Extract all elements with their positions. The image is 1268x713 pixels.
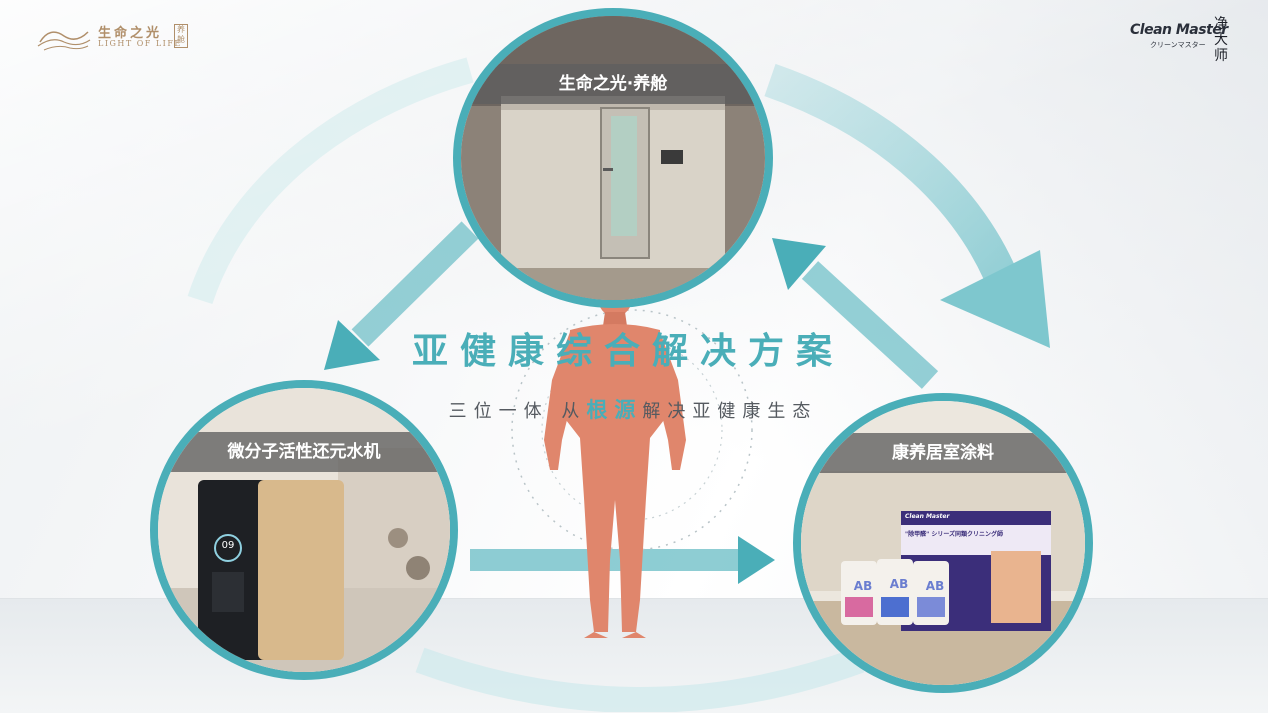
can-label-2: AB	[889, 577, 909, 591]
cabin-image	[461, 16, 765, 300]
brand-right-cn: 净大师	[1214, 16, 1228, 64]
tagline-highlight: 根源	[586, 398, 643, 422]
tagline: 三位一体 从根源解决亚健康生态	[408, 394, 858, 424]
product-circle-left: 微分子活性还元水机 09	[150, 380, 458, 680]
product-circle-top: 生命之光·养舱	[453, 8, 773, 308]
wave-logo-icon	[37, 31, 91, 51]
outer-ring-arc-bottom	[415, 647, 865, 712]
outer-ring-arc-left	[187, 57, 474, 305]
brand-left-name: 生命之光	[98, 26, 163, 41]
tagline-before: 三位一体 从	[448, 401, 587, 422]
can-label-3: AB	[925, 579, 945, 593]
arrow-shaft-top-left	[351, 221, 479, 347]
brand-logo-right: Clean Master クリーンマスター 净大师	[1130, 14, 1240, 64]
brand-right-subtitle: クリーンマスター	[1150, 41, 1206, 49]
tagline-after: 解决亚健康生态	[642, 401, 818, 422]
arrow-head-right-up	[772, 238, 826, 290]
machine-display: 09	[221, 540, 235, 551]
arrow-shaft-right-up	[801, 261, 939, 389]
paint-box-text: "除甲醛" シリーズ同類クリニング師	[905, 531, 1004, 538]
label-right: 康养居室涂料	[801, 433, 1085, 473]
water-machine-image	[158, 388, 450, 672]
brand-left-subtitle: LIGHT OF LIFE	[98, 39, 182, 48]
can-label-1: AB	[853, 579, 873, 593]
product-circle-right: 康养居室涂料 Clean Master "除甲醛" シリーズ同類クリニング師 A…	[793, 393, 1093, 693]
brand-logo-left: 生命之光 LIGHT OF LIFE 养舱	[36, 18, 196, 52]
arrow-head-top-left	[324, 320, 380, 370]
arrow-head-right-down	[940, 250, 1050, 348]
outer-ring-arc	[764, 63, 1027, 306]
dotted-ring-outer	[511, 309, 753, 551]
arrow-head-bottom	[738, 536, 775, 584]
label-top: 生命之光·养舱	[461, 64, 765, 104]
brand-right-name: Clean Master	[1130, 22, 1228, 38]
headline: 亚健康综合解决方案	[411, 331, 844, 372]
label-left: 微分子活性还元水机	[158, 432, 450, 472]
paint-box-brand: Clean Master	[905, 513, 950, 520]
brand-left-tag: 养舱	[174, 24, 188, 48]
